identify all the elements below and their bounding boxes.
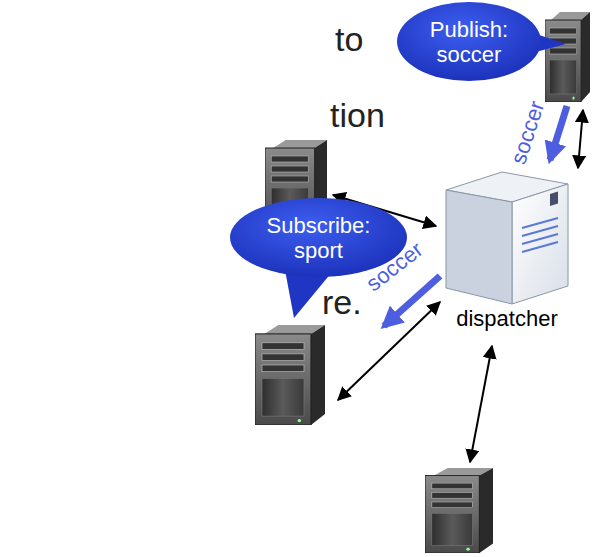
dispatcher-server: dispatcher	[440, 168, 574, 332]
server	[425, 468, 493, 553]
speech-bubble: Publish: soccer	[397, 2, 541, 81]
message-arrow	[550, 106, 567, 160]
bubble-text: Subscribe: sport	[262, 213, 376, 263]
dispatcher-machine	[442, 168, 572, 306]
slide-text: tion	[330, 96, 385, 135]
node-label: dispatcher	[440, 306, 574, 332]
link-arrow	[470, 346, 492, 462]
link-arrow	[578, 110, 583, 168]
slide-text: to	[335, 20, 363, 59]
publisher-server	[545, 12, 590, 102]
message-label: soccer	[505, 97, 549, 166]
slide-text: re.	[322, 283, 362, 322]
bubble-text: Publish: soccer	[423, 17, 515, 67]
subscriber-server	[255, 325, 325, 425]
